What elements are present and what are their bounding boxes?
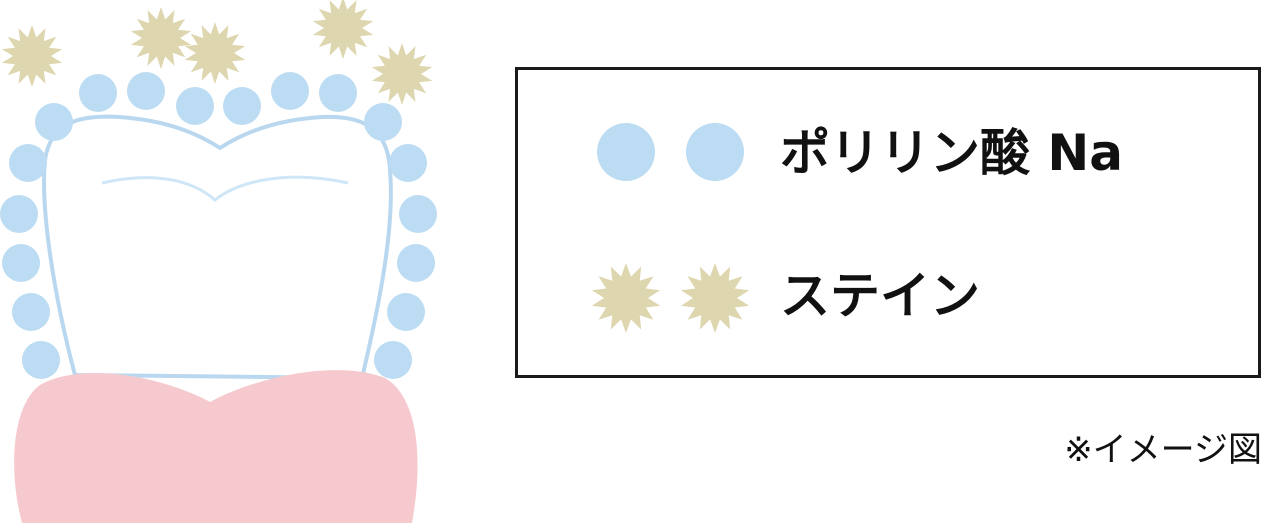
gum [14, 370, 418, 523]
stain-particle [184, 22, 246, 84]
polyphosphate-particle [127, 72, 165, 110]
polyphosphate-particle [2, 244, 40, 282]
polyphosphate-particle [374, 341, 412, 379]
polyphosphate-particle [9, 144, 47, 182]
stain-star-icon [591, 263, 661, 333]
polyphosphate-particle [319, 74, 357, 112]
legend-label-polyphosphate: ポリリン酸 Na [780, 124, 1123, 182]
polyphosphate-particles [0, 72, 437, 379]
tooth-enamel-line [101, 175, 349, 202]
polyphosphate-particle [387, 293, 425, 331]
legend-item-polyphosphate: ポリリン酸 Na [518, 113, 1258, 193]
blue-circle-icon [597, 123, 655, 181]
legend-item-stain: ステイン [518, 258, 1258, 338]
polyphosphate-particle [176, 87, 214, 125]
polyphosphate-particle [271, 72, 309, 110]
legend-label-stain: ステイン [780, 267, 980, 325]
stain-star-icon [680, 263, 750, 333]
polyphosphate-particle [0, 195, 38, 233]
polyphosphate-particle [35, 103, 73, 141]
tooth-outline [42, 114, 393, 381]
stain-particle [130, 7, 192, 69]
tooth-illustration [0, 0, 437, 523]
polyphosphate-particle [79, 74, 117, 112]
polyphosphate-particle [389, 144, 427, 182]
stain-particles [1, 0, 433, 105]
polyphosphate-particle [397, 244, 435, 282]
polyphosphate-particle [22, 341, 60, 379]
polyphosphate-particle [364, 103, 402, 141]
polyphosphate-particle [223, 87, 261, 125]
stain-particle [371, 43, 433, 105]
stain-particle [1, 25, 63, 87]
polyphosphate-particle [399, 195, 437, 233]
legend-box: ポリリン酸 Na ステイン [515, 67, 1261, 378]
polyphosphate-particle [12, 293, 50, 331]
footnote: ※イメージ図 [1064, 430, 1262, 470]
stain-particle [312, 0, 374, 59]
blue-circle-icon [686, 123, 744, 181]
